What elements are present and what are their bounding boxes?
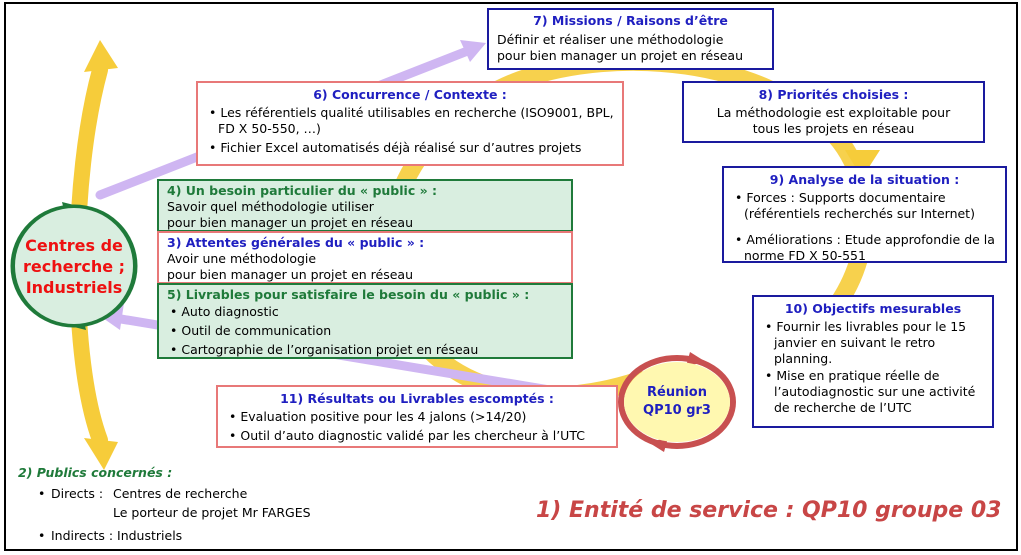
box-analyse: 9) Analyse de la situation : Forces : Su… — [722, 166, 1007, 263]
public-circle: Centres de recherche ; Industriels — [15, 208, 133, 324]
red-ring — [618, 355, 736, 449]
violet-arrow-top-head — [460, 40, 486, 62]
yellow-left-arrowhead — [84, 40, 118, 72]
list-item: Forces : Supports documentaire (référent… — [732, 190, 997, 222]
public-circle-line2: recherche ; — [22, 256, 126, 276]
box-objectifs-list: Fournir les livrables pour le 15 janvier… — [762, 319, 984, 416]
list-item: Fichier Excel automatisés déjà réalisé s… — [206, 140, 614, 156]
list-item: Auto diagnostic — [167, 304, 563, 320]
list-item: Les référentiels qualité utilisables en … — [206, 105, 614, 137]
list-item: Fournir les livrables pour le 15 janvier… — [762, 319, 984, 367]
box-livrables-title: 5) Livrables pour satisfaire le besoin d… — [167, 287, 530, 302]
publics-directs-2: Le porteur de projet Mr FARGES — [113, 505, 311, 520]
box-attentes: 3) Attentes générales du « public » : Av… — [157, 231, 573, 284]
red-ring-arrowhead-bottom — [648, 438, 668, 452]
yellow-cycle-arrowhead — [845, 150, 880, 178]
publics-directs-bullet: • — [38, 486, 46, 501]
box-resultats-list: Evaluation positive pour les 4 jalons (>… — [226, 409, 608, 444]
box-priorites-title: 8) Priorités choisies : — [758, 87, 909, 102]
box-analyse-title: 9) Analyse de la situation : — [769, 172, 960, 187]
box-objectifs-title: 10) Objectifs mesurables — [784, 301, 962, 316]
list-item: Outil de communication — [167, 323, 563, 339]
list-item: Evaluation positive pour les 4 jalons (>… — [226, 409, 608, 425]
box-priorites: 8) Priorités choisies : La méthodologie … — [682, 81, 985, 143]
box-besoin: 4) Un besoin particulier du « public » :… — [157, 179, 573, 232]
publics-title: 2) Publics concernés : — [18, 465, 173, 480]
box-attentes-line1: Avoir une méthodologie — [167, 251, 317, 266]
yellow-left-arrowhead-bottom — [84, 438, 118, 470]
box-objectifs: 10) Objectifs mesurables Fournir les liv… — [752, 295, 994, 428]
list-item: Cartographie de l’organisation projet en… — [167, 342, 563, 358]
box-livrables: 5) Livrables pour satisfaire le besoin d… — [157, 283, 573, 359]
entite-title: 1) Entité de service : QP10 groupe 03 — [536, 498, 1002, 523]
box-livrables-list: Auto diagnostic Outil de communication C… — [167, 304, 563, 358]
box-concurrence-list: Les référentiels qualité utilisables en … — [206, 105, 614, 156]
box-missions-title: 7) Missions / Raisons d’être — [533, 13, 728, 28]
reunion-line2: QP10 gr3 — [643, 403, 711, 418]
box-priorites-line2: tous les projets en réseau — [752, 121, 915, 136]
publics-directs-label: Directs : — [51, 486, 104, 501]
box-resultats-title: 11) Résultats ou Livrables escomptés : — [280, 391, 554, 406]
box-besoin-line2: pour bien manager un projet en réseau — [167, 215, 413, 230]
publics-directs-1: Centres de recherche — [113, 486, 248, 501]
box-missions: 7) Missions / Raisons d’être Définir et … — [487, 8, 774, 70]
box-priorites-line1: La méthodologie est exploitable pour — [716, 105, 951, 120]
box-resultats: 11) Résultats ou Livrables escomptés : E… — [216, 385, 618, 448]
box-missions-line1: Définir et réaliser une méthodologie — [497, 32, 724, 47]
box-concurrence: 6) Concurrence / Contexte : Les référent… — [196, 81, 624, 166]
box-besoin-line1: Savoir quel méthodologie utiliser — [167, 199, 374, 214]
box-analyse-list: Forces : Supports documentaire (référent… — [732, 190, 997, 264]
list-item: Améliorations : Etude approfondie de la … — [732, 232, 997, 264]
reunion-line1: Réunion — [647, 385, 707, 400]
public-circle-line1: Centres de — [25, 235, 123, 255]
box-concurrence-title: 6) Concurrence / Contexte : — [313, 87, 507, 102]
box-attentes-title: 3) Attentes générales du « public » : — [167, 235, 425, 250]
box-missions-line2: pour bien manager un projet en réseau — [497, 48, 743, 63]
box-besoin-title: 4) Un besoin particulier du « public » : — [167, 183, 438, 198]
box-attentes-line2: pour bien manager un projet en réseau — [167, 267, 413, 282]
public-circle-line3: Industriels — [25, 277, 123, 297]
reunion-circle: Réunion QP10 gr3 — [624, 362, 730, 442]
publics-indirects-bullet: • — [38, 528, 46, 543]
list-item: Mise en pratique réelle de l’autodiagnos… — [762, 368, 984, 416]
publics-indirects: Indirects : Industriels — [51, 528, 183, 543]
list-item: Outil d’auto diagnostic validé par les c… — [226, 428, 608, 444]
